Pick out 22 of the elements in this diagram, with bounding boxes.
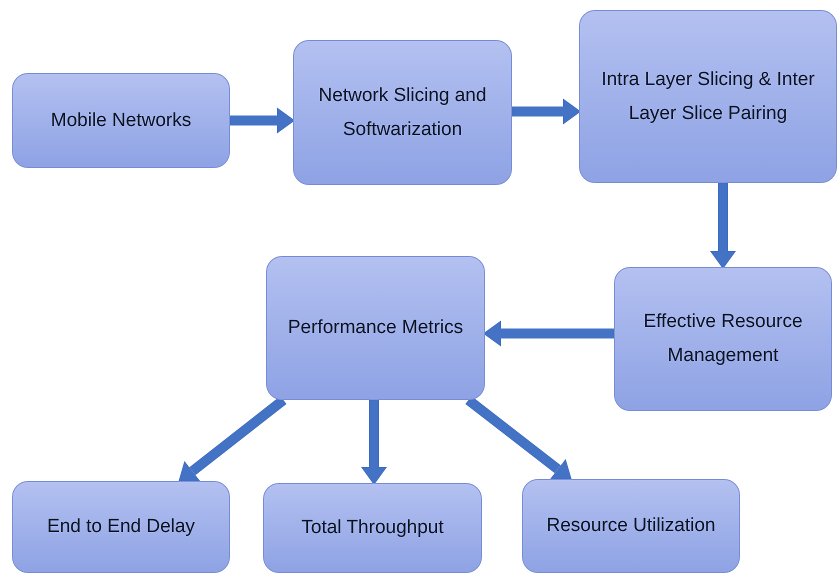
box-label: Network Slicing and Softwarization <box>318 84 488 142</box>
process-box <box>293 40 512 185</box>
process-box <box>266 256 485 400</box>
arrow <box>361 400 387 485</box>
process-box <box>522 479 740 573</box>
box-label: Intra Layer Slicing & Inter Layer Slice Pairing <box>600 68 816 126</box>
arrow <box>465 396 572 480</box>
process-box <box>579 10 837 183</box>
arrow <box>710 183 736 269</box>
arrow <box>512 98 581 124</box>
box-label: Total Throughput <box>301 516 444 540</box>
arrow <box>483 320 614 346</box>
process-box <box>263 483 482 573</box>
box-label: Effective Resource Management <box>642 310 804 368</box>
process-box <box>12 481 230 573</box>
process-box <box>614 267 832 411</box>
arrow <box>230 108 295 134</box>
box-label: Performance Metrics <box>288 316 464 340</box>
box-label: Mobile Networks <box>50 108 192 132</box>
process-box <box>12 73 230 168</box>
box-label: End to End Delay <box>47 515 195 539</box>
box-label: Resource Utilization <box>546 514 716 538</box>
